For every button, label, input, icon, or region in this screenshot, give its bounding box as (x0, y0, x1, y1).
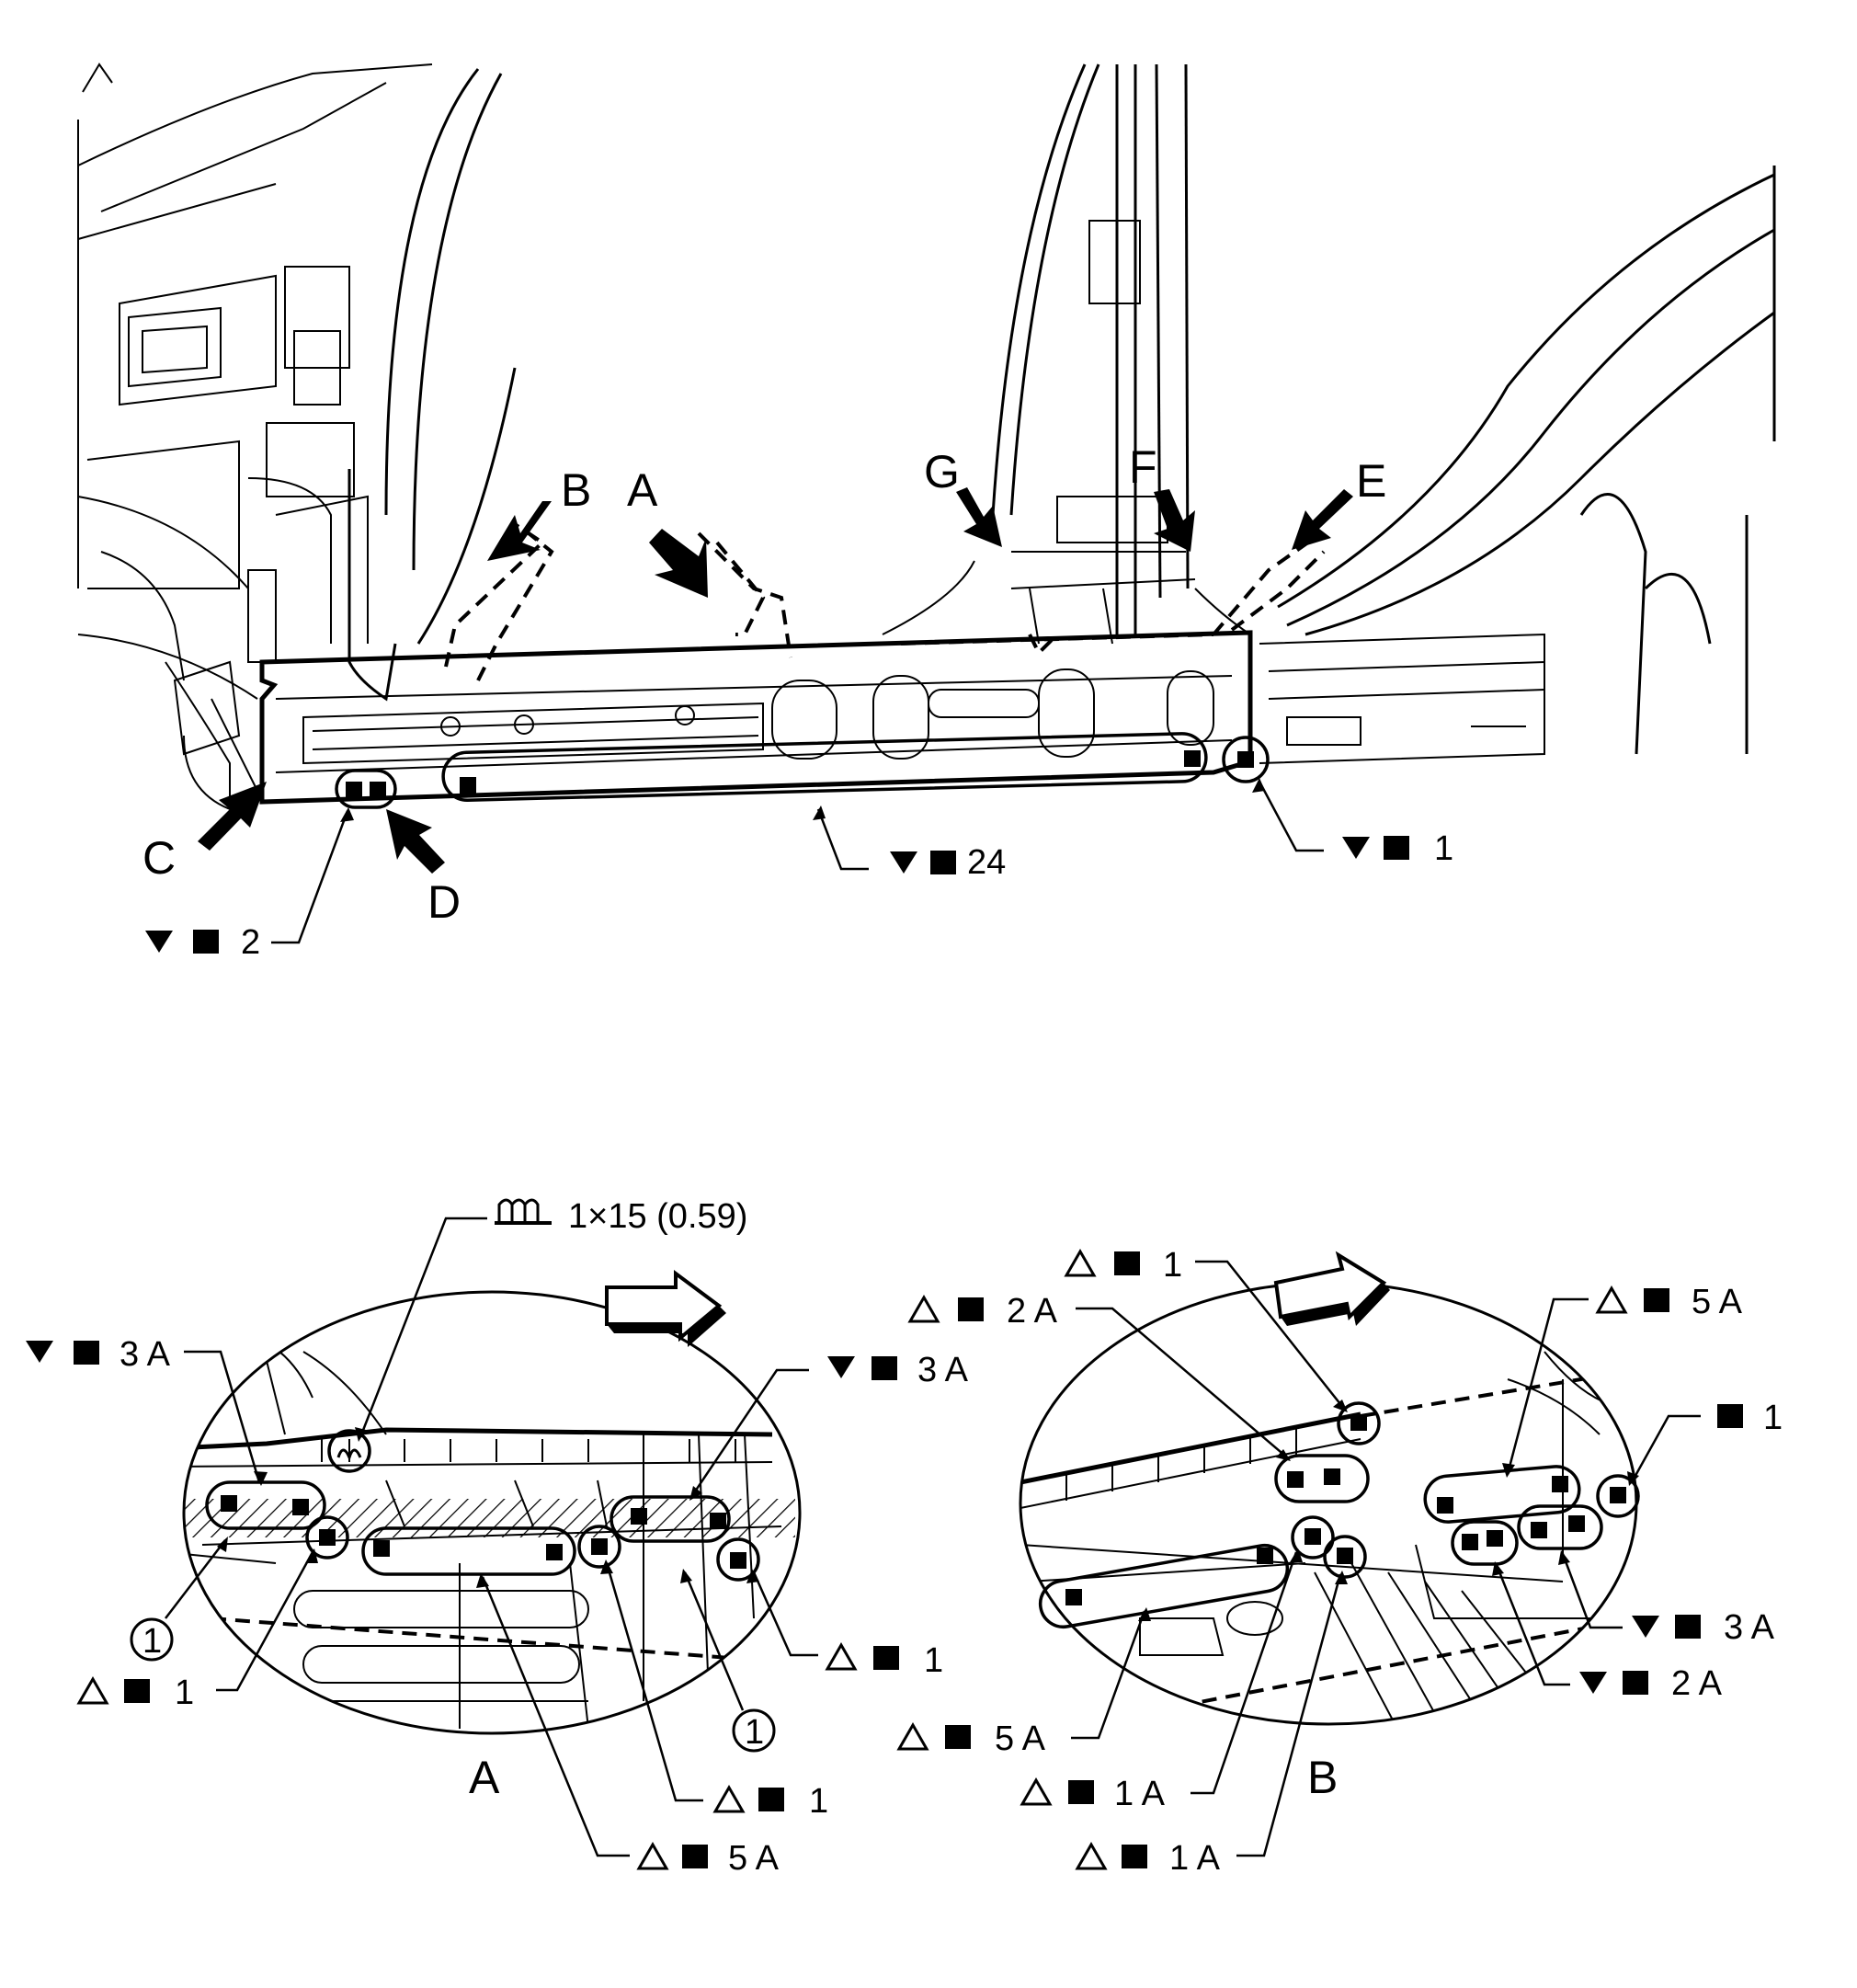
detail-b (1019, 1251, 1640, 1726)
callout-24: 24 (813, 805, 1006, 882)
view-label-f: F (1129, 441, 1157, 493)
view-label-a: A (627, 464, 658, 516)
svg-text:1: 1 (142, 1622, 162, 1661)
detail-a-5a: 5 A (476, 1573, 780, 1878)
svg-text:1×15 (0.59): 1×15 (0.59) (568, 1197, 747, 1236)
svg-text:1: 1 (745, 1713, 764, 1752)
svg-text:1 A: 1 A (1169, 1839, 1221, 1878)
svg-text:1: 1 (1763, 1399, 1783, 1437)
detail-a-title: A (469, 1752, 500, 1803)
svg-text:3 A: 3 A (120, 1335, 171, 1374)
detail-a (182, 1270, 802, 1735)
svg-text:5 A: 5 A (728, 1839, 780, 1878)
arrow-e (1292, 489, 1353, 550)
svg-text:5 A: 5 A (1692, 1283, 1743, 1321)
svg-text:1 A: 1 A (1114, 1775, 1166, 1813)
detail-a-3a-right: 3 A (689, 1351, 969, 1501)
body-structure (77, 63, 1776, 810)
svg-text:1: 1 (1163, 1246, 1182, 1285)
detail-b-3a: 3 A (1558, 1550, 1775, 1647)
view-label-b: B (561, 464, 591, 516)
detail-b-1a-a: 1 A (1020, 1548, 1303, 1813)
detail-b-1a-b: 1 A (1075, 1571, 1348, 1878)
detail-a-1-left: 1 (76, 1548, 318, 1712)
view-label-c: C (142, 832, 176, 884)
svg-text:1: 1 (924, 1641, 943, 1680)
detail-b-2a-down: 2 A (1492, 1561, 1723, 1703)
svg-text:1: 1 (1434, 829, 1453, 868)
arrow-d (386, 809, 445, 874)
view-label-e: E (1356, 455, 1386, 507)
detail-a-ref-circle-right: 1 (680, 1569, 776, 1753)
view-label-g: G (924, 446, 960, 497)
detail-b-5a-left: 5 A (896, 1607, 1151, 1758)
detail-a-ref-circle-left: 1 (130, 1537, 228, 1662)
arrow-f (1154, 489, 1195, 552)
svg-text:3 A: 3 A (917, 1351, 969, 1389)
svg-text:1: 1 (175, 1674, 194, 1712)
svg-text:2 A: 2 A (1671, 1664, 1723, 1703)
svg-text:2 A: 2 A (1007, 1292, 1058, 1331)
svg-text:5 A: 5 A (995, 1720, 1046, 1758)
svg-text:1: 1 (809, 1782, 828, 1821)
view-arrows (198, 487, 1353, 874)
callout-2-main: 2 (145, 807, 354, 962)
detail-a-spec: 1×15 (0.59) (355, 1197, 747, 1442)
arrow-g (956, 487, 1002, 547)
detail-a-1-right: 1 (746, 1569, 943, 1680)
detail-b-5a-right: 5 A (1502, 1283, 1743, 1478)
svg-text:2: 2 (241, 923, 260, 962)
detail-b-2a: 2 A (907, 1292, 1291, 1461)
view-label-d: D (427, 876, 461, 928)
detail-b-1-square: 1 (1627, 1399, 1783, 1486)
detail-b-1-top: 1 (1064, 1246, 1348, 1412)
svg-text:24: 24 (967, 843, 1006, 882)
arrow-c (198, 782, 267, 851)
callout-1-main: 1 (1252, 778, 1453, 868)
svg-text:3 A: 3 A (1724, 1608, 1775, 1647)
detail-a-1-bottom: 1 (600, 1560, 828, 1821)
detail-b-title: B (1307, 1752, 1338, 1803)
arrow-b (487, 501, 552, 561)
detail-a-3a-left: 3 A (26, 1335, 268, 1486)
arrow-a (649, 529, 708, 598)
